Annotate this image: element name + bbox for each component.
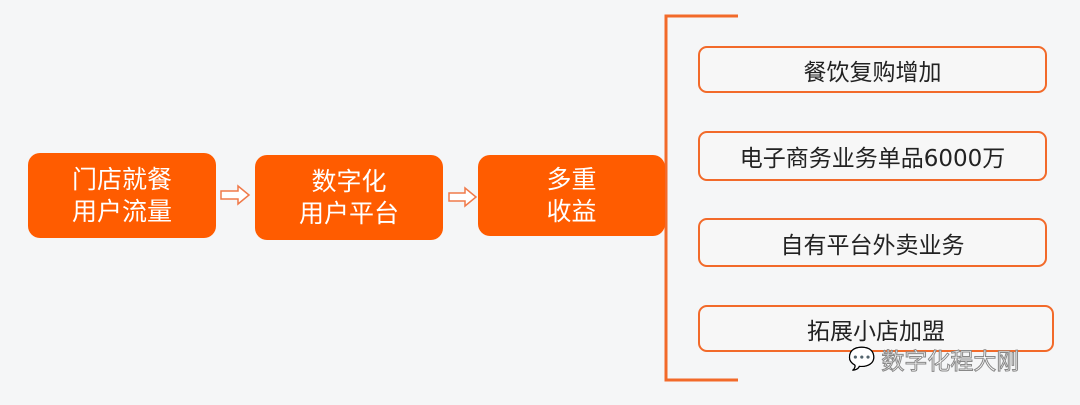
watermark: 💬 数字化程大刚 <box>847 342 1020 376</box>
box-text: 数字化 <box>311 166 387 196</box>
outcome-item: 自有平台外卖业务 <box>698 218 1047 267</box>
flow-box-digital-platform: 数字化用户平台 <box>255 155 443 240</box>
flow-box-multiple-revenue: 多重收益 <box>478 155 665 236</box>
box-text: 多重 <box>546 164 597 194</box>
outcome-item: 餐饮复购增加 <box>698 46 1047 93</box>
flow-box-store-traffic: 门店就餐用户流量 <box>28 153 216 238</box>
arrow-icon <box>220 184 251 206</box>
box-text: 收益 <box>546 196 597 226</box>
outcome-item: 拓展小店加盟 <box>698 305 1054 352</box>
box-text: 用户平台 <box>298 198 399 228</box>
watermark-text: 数字化程大刚 <box>881 349 1020 376</box>
box-text: 门店就餐 <box>71 164 172 194</box>
bracket <box>664 14 738 382</box>
arrow-icon <box>448 186 478 208</box>
outcome-item: 电子商务业务单品6000万 <box>698 131 1047 181</box>
wechat-icon: 💬 <box>847 346 876 372</box>
box-text: 用户流量 <box>71 196 172 226</box>
